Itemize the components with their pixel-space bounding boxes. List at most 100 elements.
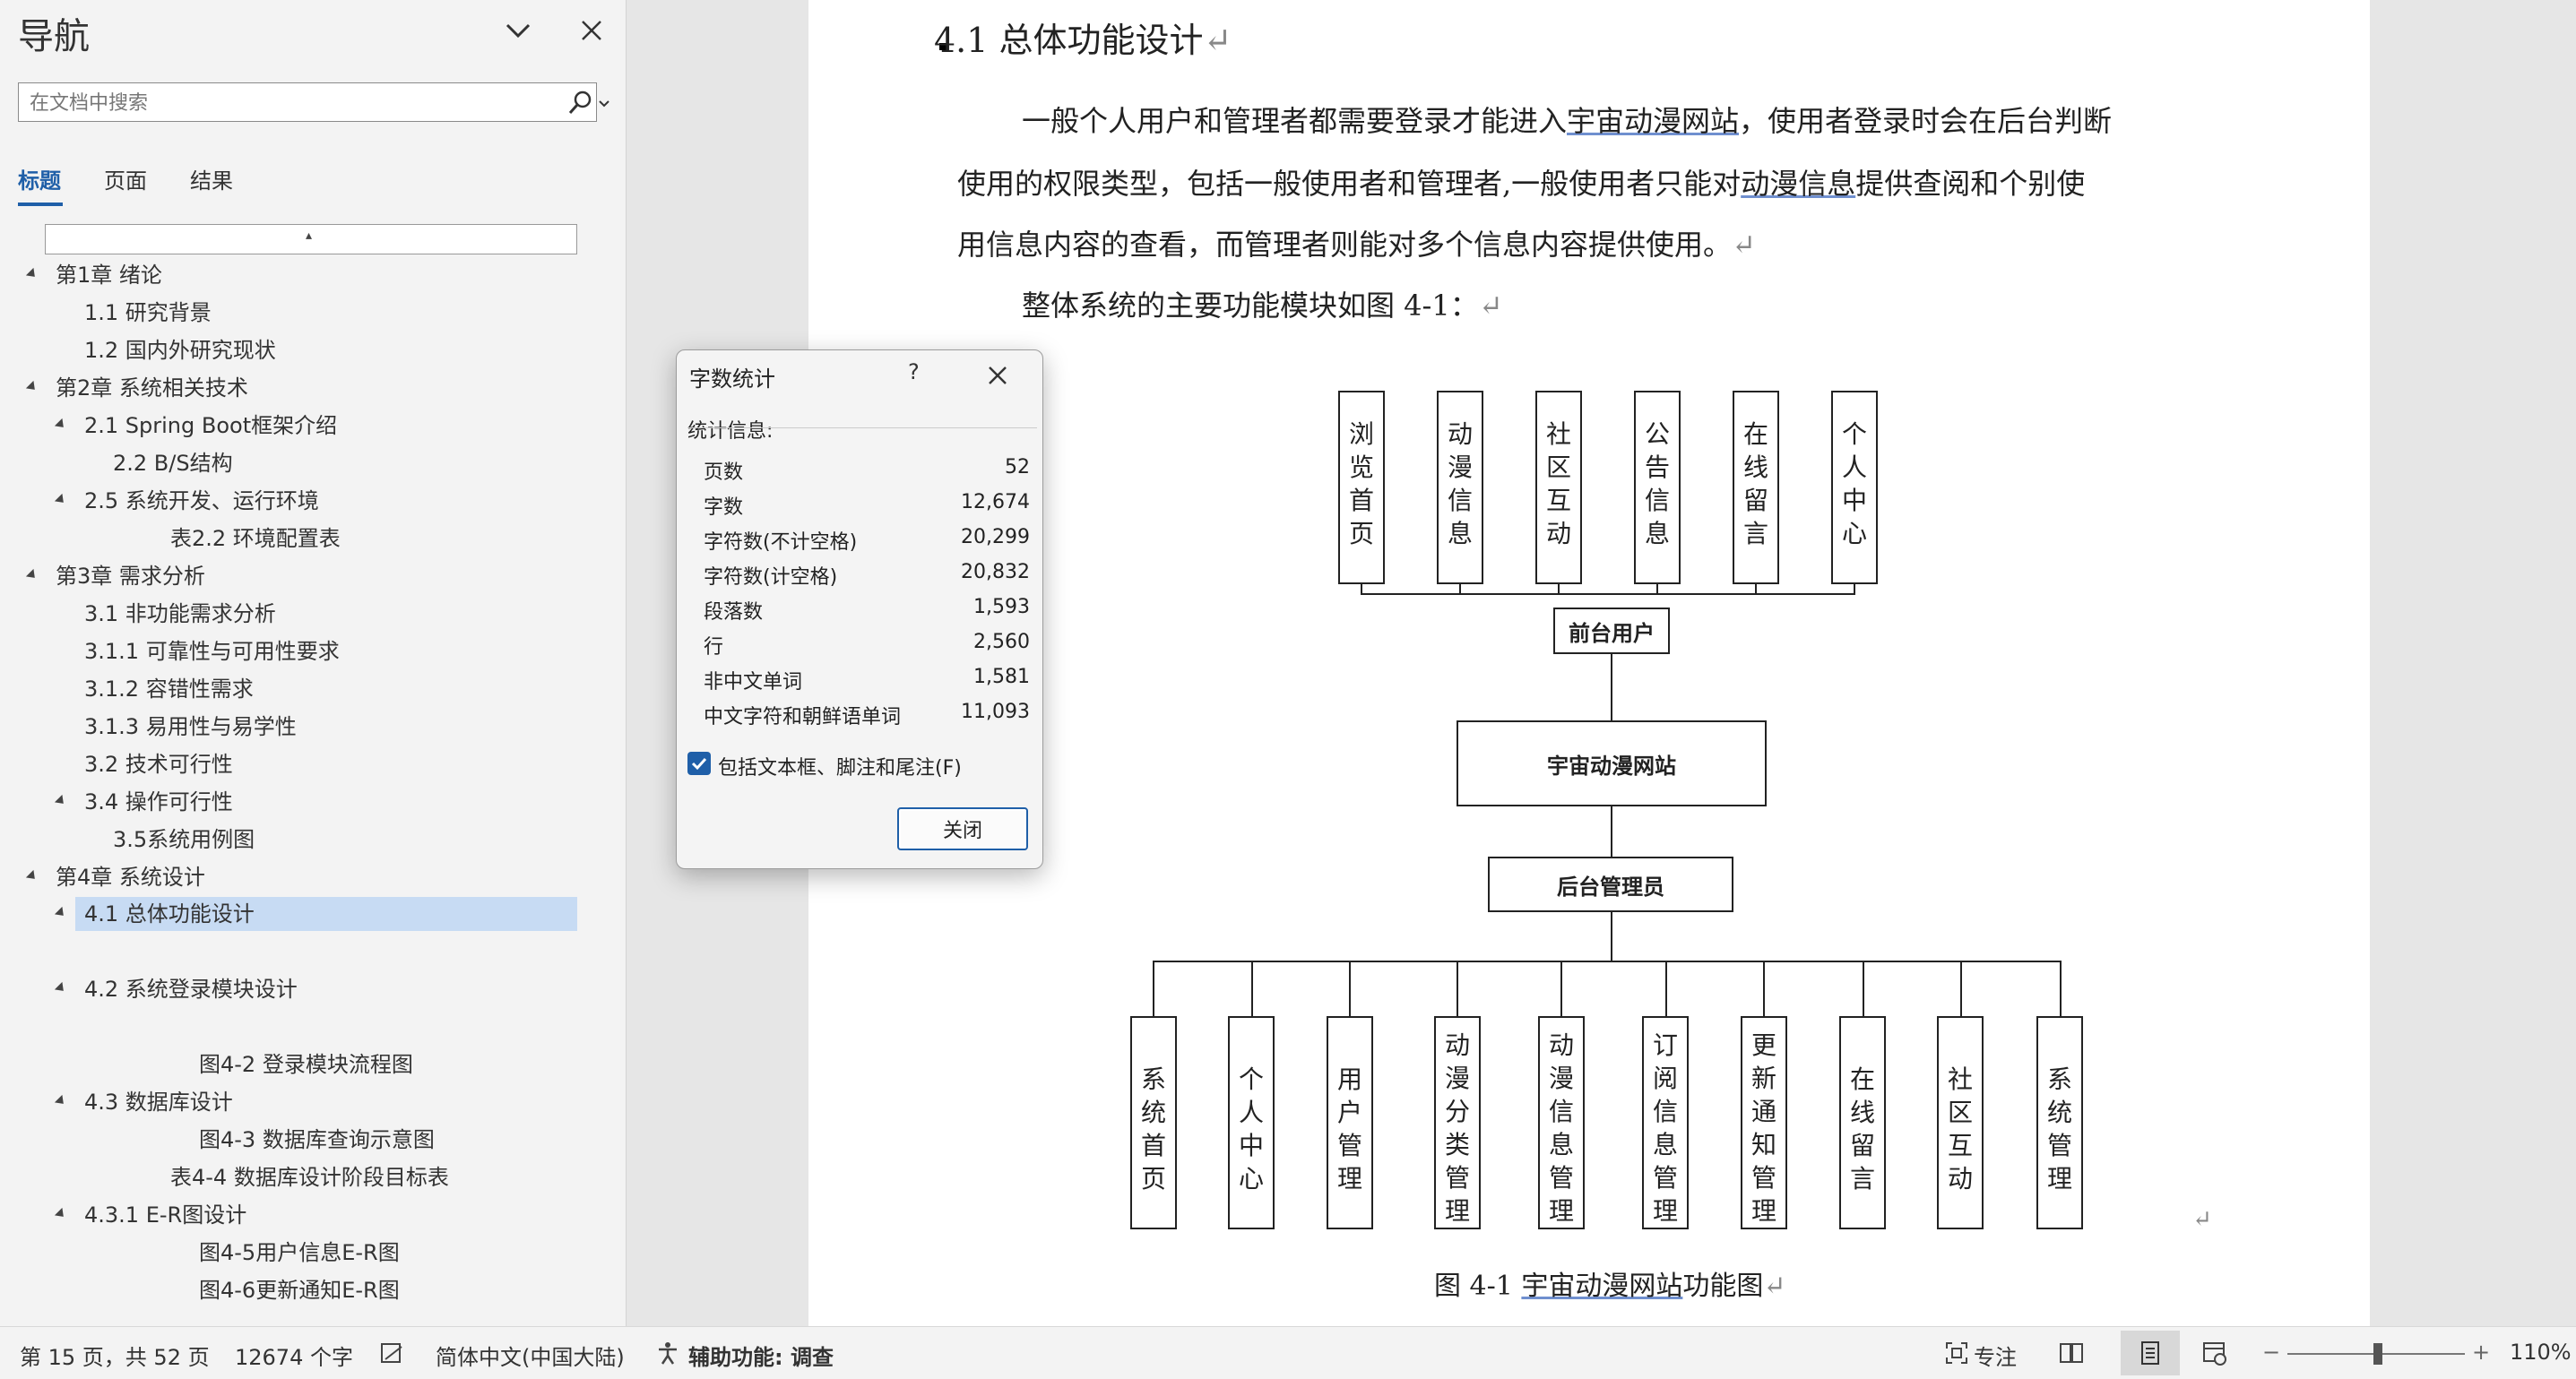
body-line: 用信息内容的查看，而管理者则能对多个信息内容提供使用。↵ [957,228,1756,262]
paragraph-mark: ↵ [2192,1206,2212,1233]
focus-mode-label[interactable]: 专注 [1974,1345,2017,1370]
expand-arrow-icon[interactable] [54,418,68,432]
module-box: 动漫信息管理 [1538,1016,1585,1229]
print-layout-icon[interactable] [2137,1340,2164,1366]
nav-heading-item-selected[interactable]: 4.1 总体功能设计 [54,897,577,931]
nav-heading-item[interactable]: 1.2 国内外研究现状 [84,338,276,363]
document-page[interactable] [808,0,2370,1326]
expand-arrow-icon[interactable] [25,568,39,582]
read-mode-icon[interactable] [2058,1340,2085,1366]
expand-arrow-icon[interactable] [54,981,68,995]
module-box: 动漫分类管理 [1434,1016,1481,1229]
body-line: 一般个人用户和管理者都需要登录才能进入宇宙动漫网站，使用者登录时会在后台判断 [1022,104,2113,138]
active-tab-indicator [18,203,63,206]
word-count-indicator[interactable]: 12674 个字 [235,1345,353,1370]
search-icon[interactable] [566,89,594,117]
nav-heading-item[interactable]: 3.1.1 可靠性与可用性要求 [84,639,340,664]
module-box: 个人中心 [1831,391,1878,584]
module-box: 在线留言 [1839,1016,1886,1229]
focus-icon[interactable] [1943,1340,1970,1366]
module-box: 系统首页 [1130,1016,1177,1229]
nav-heading-item[interactable]: 图4-6更新通知E-R图 [199,1278,400,1303]
nav-heading-item[interactable]: 表2.2 环境配置表 [170,526,341,551]
front-user-box: 前台用户 [1553,608,1670,654]
figure-caption: 图 4-1 宇宙动漫网站功能图↵ [1434,1271,1786,1302]
nav-heading-item[interactable]: 3.1 非功能需求分析 [84,601,276,626]
nav-heading-item[interactable]: 3.2 技术可行性 [84,752,233,777]
divider [687,427,1037,428]
zoom-slider-thumb[interactable] [2373,1343,2382,1365]
nav-heading-item[interactable]: 3.5系统用例图 [113,827,255,852]
nav-heading-item[interactable]: 4.2 系统登录模块设计 [54,972,298,1006]
close-icon[interactable] [574,13,609,48]
nav-heading-item[interactable]: 2.5 系统开发、运行环境 [54,484,319,518]
nav-search-box [18,82,609,122]
expand-arrow-icon[interactable] [54,906,68,920]
module-box: 用户管理 [1327,1016,1373,1229]
admin-box: 后台管理员 [1488,857,1733,912]
nav-heading-item[interactable]: 3.1.2 容错性需求 [84,677,254,702]
expand-arrow-icon[interactable] [25,380,39,394]
expand-arrow-icon[interactable] [25,267,39,281]
zoom-level[interactable]: 110% [2510,1340,2572,1365]
nav-heading-item[interactable]: 第1章 绪论 [25,258,162,292]
nav-heading-item[interactable]: 3.4 操作可行性 [54,785,233,819]
paragraph-mark: ↵ [1732,228,1756,262]
section-heading: 4.1 总体功能设计↵ [934,21,1232,60]
nav-heading-item[interactable]: 表4-4 数据库设计阶段目标表 [170,1165,449,1190]
linked-text[interactable]: 宇宙动漫网站 [1521,1271,1683,1302]
chevron-down-icon[interactable] [598,99,610,108]
proofing-icon[interactable] [378,1340,405,1366]
web-layout-icon[interactable] [2201,1340,2228,1366]
accessibility-status[interactable]: 辅助功能: 调查 [688,1345,834,1370]
module-box: 浏览首页 [1338,391,1385,584]
nav-heading-item[interactable]: 第4章 系统设计 [25,860,205,894]
nav-scroll-up-bar[interactable]: ▴ [45,224,577,254]
nav-heading-item[interactable]: 图4-2 登录模块流程图 [199,1052,413,1077]
close-icon[interactable] [983,361,1012,390]
linked-text[interactable]: 动漫信息 [1741,167,1856,201]
nav-heading-item[interactable]: 4.3.1 E-R图设计 [54,1198,246,1232]
nav-heading-item[interactable]: 第2章 系统相关技术 [25,371,248,405]
nav-heading-item[interactable]: 2.2 B/S结构 [113,451,233,476]
nav-heading-item[interactable]: 1.1 研究背景 [84,300,212,325]
nav-heading-item[interactable]: 3.1.3 易用性与易学性 [84,714,297,739]
expand-arrow-icon[interactable] [54,1094,68,1108]
nav-heading-item[interactable]: 第3章 需求分析 [25,559,205,593]
nav-heading-item[interactable]: 4.3 数据库设计 [54,1085,233,1119]
expand-arrow-icon[interactable] [54,493,68,507]
nav-heading-item[interactable]: 图4-5用户信息E-R图 [199,1240,400,1265]
include-textboxes-checkbox[interactable] [687,752,711,775]
chevron-down-icon[interactable] [500,16,536,45]
module-box: 订阅信息管理 [1642,1016,1689,1229]
nav-heading-item[interactable]: 图4-3 数据库查询示意图 [199,1127,435,1152]
checkbox-label[interactable]: 包括文本框、脚注和尾注(F) [718,757,962,780]
zoom-in-button[interactable]: + [2472,1340,2491,1365]
status-bar: 第 15 页，共 52 页 12674 个字 简体中文(中国大陆) 辅助功能: … [0,1326,2576,1379]
paragraph-mark: ↵ [1478,289,1503,323]
expand-arrow-icon[interactable] [54,1207,68,1221]
help-button[interactable]: ? [908,359,920,384]
linked-text[interactable]: 宇宙动漫网站 [1567,104,1740,138]
tab-pages[interactable]: 页面 [104,168,147,194]
zoom-out-button[interactable]: − [2262,1340,2281,1365]
accessibility-icon[interactable] [654,1340,681,1366]
search-input[interactable] [28,87,551,119]
module-box: 公告信息 [1634,391,1681,584]
module-box: 个人中心 [1228,1016,1275,1229]
close-button[interactable]: 关闭 [897,807,1028,850]
module-box: 更新通知管理 [1741,1016,1787,1229]
tab-results[interactable]: 结果 [190,168,233,194]
expand-arrow-icon[interactable] [54,794,68,808]
navigation-pane: 导航 标题 页面 结果 ▴ 第1章 绪论 1.1 研究背景 1.2 国内外研究现… [0,0,627,1326]
page-indicator[interactable]: 第 15 页，共 52 页 [20,1345,210,1370]
expand-arrow-icon[interactable] [25,869,39,883]
tab-headings[interactable]: 标题 [18,168,61,194]
language-indicator[interactable]: 简体中文(中国大陆) [436,1345,625,1370]
nav-heading-item[interactable]: 2.1 Spring Boot框架介绍 [54,409,337,443]
site-box: 宇宙动漫网站 [1457,720,1767,806]
